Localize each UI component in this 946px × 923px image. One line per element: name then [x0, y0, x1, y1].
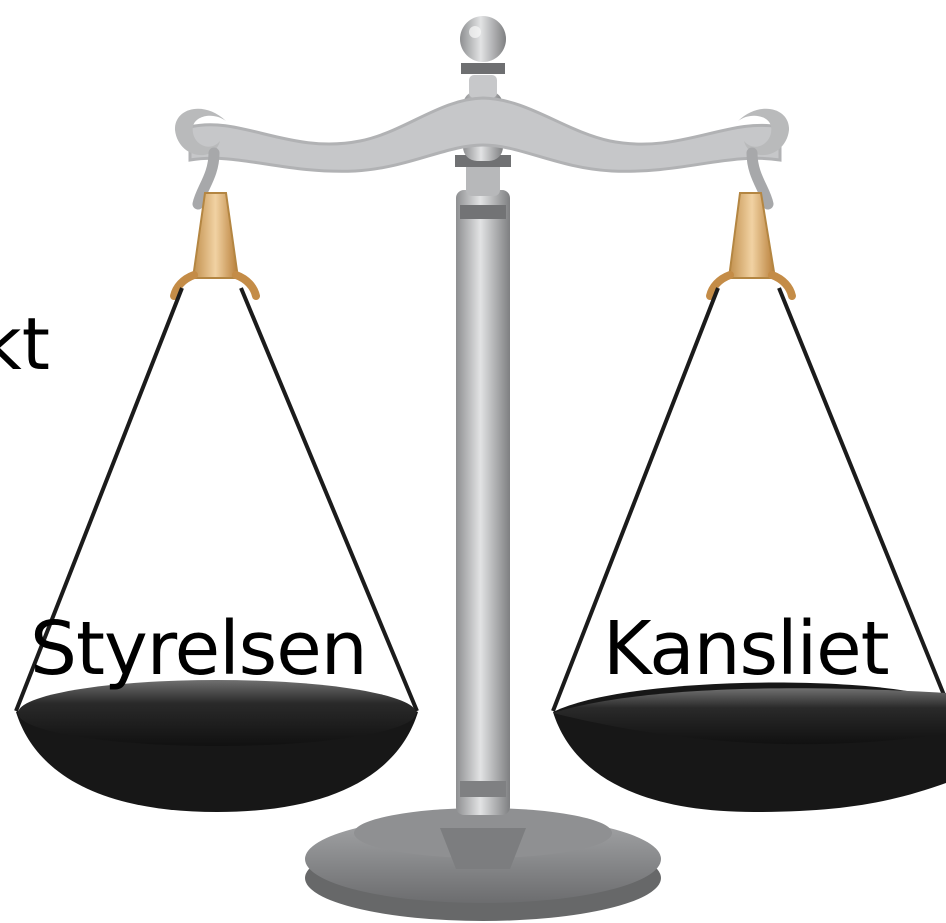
left-pan	[16, 680, 418, 812]
left-pan-label: Styrelsen	[30, 606, 368, 692]
scale-base	[305, 808, 661, 921]
right-pan-label: Kansliet	[603, 606, 890, 692]
right-pan	[553, 682, 946, 812]
left-pan-hanger	[14, 192, 419, 712]
crossbeam	[174, 96, 790, 210]
partial-title-fragment: kt	[0, 302, 50, 386]
right-pan-hanger	[551, 192, 946, 712]
